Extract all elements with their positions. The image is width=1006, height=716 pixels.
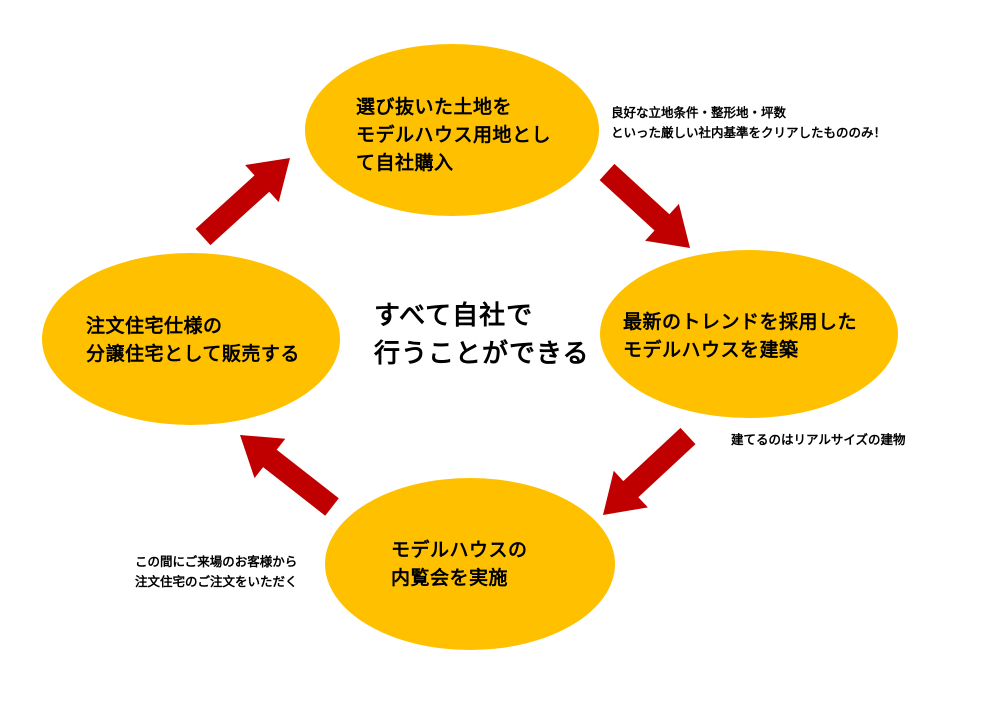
step-bottom-text: モデルハウスの 内覧会を実施 — [391, 539, 528, 589]
step-ellipse-right — [600, 250, 898, 418]
center-label: すべて自社で 行うことができる — [374, 301, 590, 369]
note-top-right: 良好な立地条件・整形地・坪数 といった厳しい社内基準をクリアしたもののみ！ — [611, 105, 887, 140]
note-bottom-left: この間にご来場のお客様から 注文住宅のご注文をいただく — [135, 554, 298, 589]
arrow-bottom-to-left — [240, 435, 339, 516]
step-right-text: 最新のトレンドを採用した モデルハウスを建築 — [623, 311, 858, 361]
step-ellipse-bottom — [325, 478, 615, 650]
note-right: 建てるのはリアルサイズの建物 — [731, 432, 906, 447]
arrow-right-to-bottom — [603, 427, 696, 515]
arrow-left-to-top — [195, 158, 290, 246]
step-left-text: 注文住宅仕様の 分譲住宅として販売する — [86, 315, 300, 365]
step-top-text: 選び抜いた土地を モデルハウス用地とし て自社購入 — [356, 96, 552, 174]
arrow-top-to-right — [599, 163, 690, 248]
step-ellipse-top — [305, 44, 599, 216]
step-ellipse-left — [42, 253, 340, 425]
